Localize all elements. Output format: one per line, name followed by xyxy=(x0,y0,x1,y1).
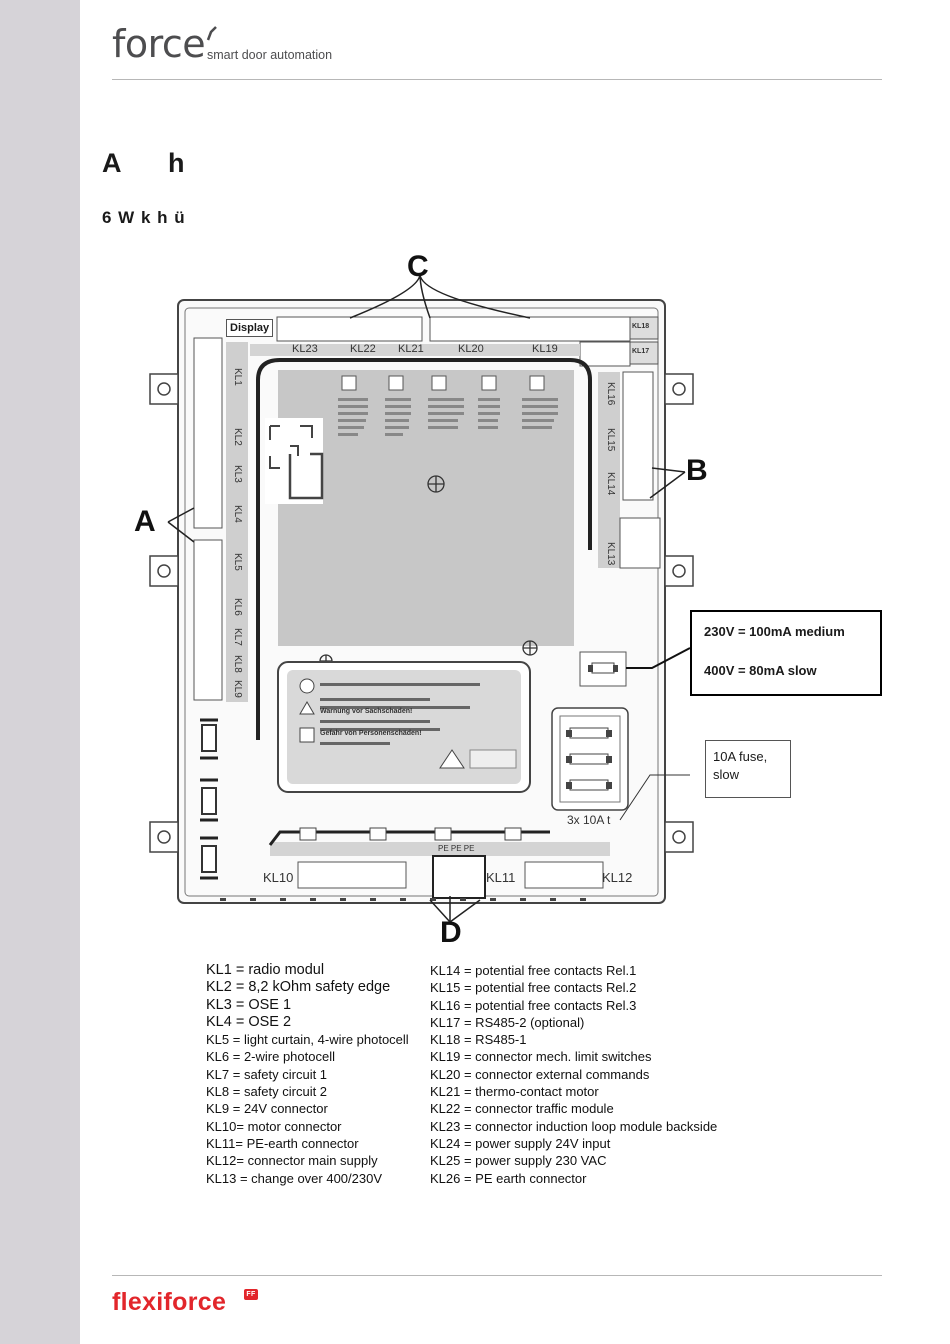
pe-labels: PE PE PE xyxy=(438,844,475,853)
terminal-kl16: KL16 xyxy=(605,382,616,406)
brand-word: force xyxy=(112,22,206,66)
legend-item: KL12= connector main supply xyxy=(206,1153,378,1169)
terminal-kl4: KL4 xyxy=(232,505,243,523)
brand-subtitle: smart door automation xyxy=(207,48,333,62)
legend-item: KL10= motor connector xyxy=(206,1118,342,1134)
footer-logo-text: flexiforce xyxy=(112,1288,227,1316)
terminal-kl9: KL9 xyxy=(232,680,243,698)
page-heading: A h xyxy=(102,148,205,178)
terminal-kl8: KL8 xyxy=(232,655,243,673)
terminal-kl13: KL13 xyxy=(605,542,616,566)
terminal-kl15: KL15 xyxy=(605,428,616,452)
terminal-kl22: KL22 xyxy=(350,343,376,355)
terminal-kl5: KL5 xyxy=(232,553,243,571)
fuses-label: 3x 10A t xyxy=(567,813,611,827)
callout-letter-a: A xyxy=(134,505,156,538)
terminal-kl2: KL2 xyxy=(232,428,243,446)
legend-item: KL16 = potential free contacts Rel.3 xyxy=(430,997,637,1013)
side-stripe xyxy=(0,0,80,1344)
legend-item: KL19 = connector mech. limit switches xyxy=(430,1049,652,1065)
terminal-kl10: KL10 xyxy=(263,870,294,885)
legend-item: KL11= PE-earth connector xyxy=(206,1135,359,1151)
warning-line-2: Gefahr von Personenschäden! xyxy=(320,730,422,737)
legend-item: KL15 = potential free contacts Rel.2 xyxy=(430,980,637,996)
terminal-kl21: KL21 xyxy=(398,343,424,355)
warning-line-1: Warnung vor Sachschaden! xyxy=(320,708,413,715)
legend-item: KL5 = light curtain, 4-wire photocell xyxy=(206,1032,409,1048)
header-rule xyxy=(112,79,882,80)
legend-item: KL2 = 8,2 kOhm safety edge xyxy=(206,979,391,996)
terminal-kl11: KL11 xyxy=(486,870,516,885)
terminal-kl3: KL3 xyxy=(232,465,243,483)
legend-item: KL23 = connector induction loop module b… xyxy=(430,1118,718,1134)
footer-rule xyxy=(112,1275,882,1276)
legend-item: KL17 = RS485-2 (optional) xyxy=(430,1014,585,1030)
display-label: Display xyxy=(226,319,274,337)
fuse-info-line-1: 230V = 100mA medium xyxy=(704,624,845,639)
legend-item: KL6 = 2-wire photocell xyxy=(206,1049,335,1065)
legend-item: KL24 = power supply 24V input xyxy=(430,1135,611,1151)
legend-item: KL3 = OSE 1 xyxy=(206,996,292,1013)
terminal-kl6: KL6 xyxy=(232,598,243,616)
callout-letter-d: D xyxy=(440,916,462,949)
legend-item: KL26 = PE earth connector xyxy=(430,1170,587,1186)
brand-tick-icon xyxy=(206,26,217,41)
legend-item: KL18 = RS485-1 xyxy=(430,1032,527,1048)
legend-item: KL14 = potential free contacts Rel.1 xyxy=(430,963,637,978)
terminal-kl19: KL19 xyxy=(532,343,558,355)
terminal-kl14: KL14 xyxy=(605,472,616,496)
terminal-kl23: KL23 xyxy=(292,343,318,355)
fuse-info-box: 230V = 100mA medium 400V = 80mA slow xyxy=(690,610,882,696)
fuse-callout: 10A fuse, slow xyxy=(705,740,791,798)
legend-item: KL1 = radio modul xyxy=(206,962,325,978)
terminal-kl20: KL20 xyxy=(458,343,484,355)
legend-item: KL25 = power supply 230 VAC xyxy=(430,1153,607,1169)
footer-logo: flexiforce FF xyxy=(112,1288,258,1317)
callout-letter-b: B xyxy=(686,454,708,487)
legend-item: KL9 = 24V connector xyxy=(206,1101,328,1117)
terminal-kl17: KL17 xyxy=(632,348,650,355)
diagram-drawing xyxy=(149,273,694,923)
legend-left: KL1 = radio modul KL2 = 8,2 kOhm safety … xyxy=(206,962,409,1187)
terminal-kl18: KL18 xyxy=(632,323,650,330)
legend-item: KL13 = change over 400/230V xyxy=(206,1170,383,1186)
legend-item: KL20 = connector external commands xyxy=(430,1066,650,1082)
legend-item: KL7 = safety circuit 1 xyxy=(206,1066,328,1082)
legend-right: KL14 = potential free contacts Rel.1 KL1… xyxy=(430,962,717,1187)
legend-item: KL22 = connector traffic module xyxy=(430,1101,614,1117)
fuse-info-line-2: 400V = 80mA slow xyxy=(704,663,817,678)
terminal-kl7: KL7 xyxy=(232,628,243,646)
footer-logo-badge: FF xyxy=(244,1289,258,1300)
legend-item: KL21 = thermo-contact motor xyxy=(430,1084,599,1100)
legend-item: KL4 = OSE 2 xyxy=(206,1013,292,1030)
terminal-kl1: KL1 xyxy=(232,368,243,386)
terminal-kl12: KL12 xyxy=(602,870,633,885)
legend-item: KL8 = safety circuit 2 xyxy=(206,1084,328,1100)
section-heading: 6 W k h ü xyxy=(102,208,186,227)
callout-letter-c: C xyxy=(407,250,429,283)
control-box-diagram: C A B D Display KL23 KL22 KL21 KL20 KL19… xyxy=(130,250,885,950)
